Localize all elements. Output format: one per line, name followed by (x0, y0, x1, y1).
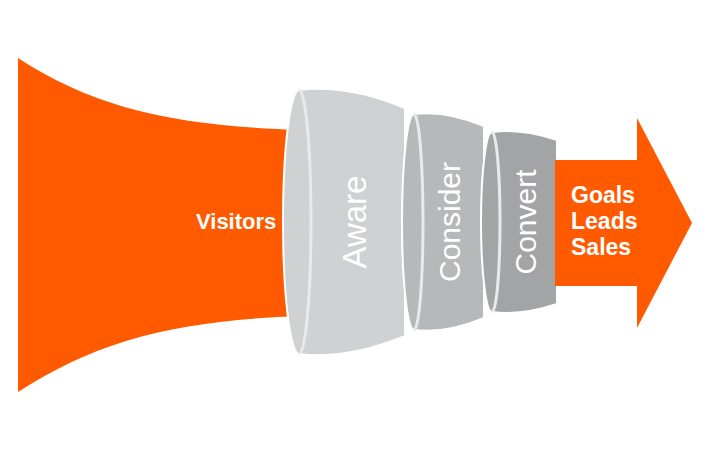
convert-ring-fill (481, 131, 557, 313)
stage-label: Convert (509, 169, 543, 274)
consider-ring-fill (402, 113, 484, 331)
convert-ring: Convert (481, 128, 559, 316)
stage-label: Consider (433, 162, 467, 282)
convert-ring-rim (492, 132, 500, 312)
consider-ring: Consider (402, 110, 486, 334)
aware-ring-rim (299, 90, 311, 354)
stage-label: Aware (336, 176, 374, 269)
visitor-funnel: Visitors (18, 58, 302, 392)
stage-label: Visitors (196, 209, 276, 235)
visitor-funnel-fill (18, 58, 302, 392)
aware-ring-fill (283, 89, 405, 355)
stage-label: Goals Leads Sales (571, 183, 637, 260)
aware-ring: Aware (283, 86, 407, 358)
result-arrow-fill (555, 118, 692, 328)
consider-ring-rim (414, 114, 423, 330)
result-arrow: Goals Leads Sales (555, 118, 692, 328)
